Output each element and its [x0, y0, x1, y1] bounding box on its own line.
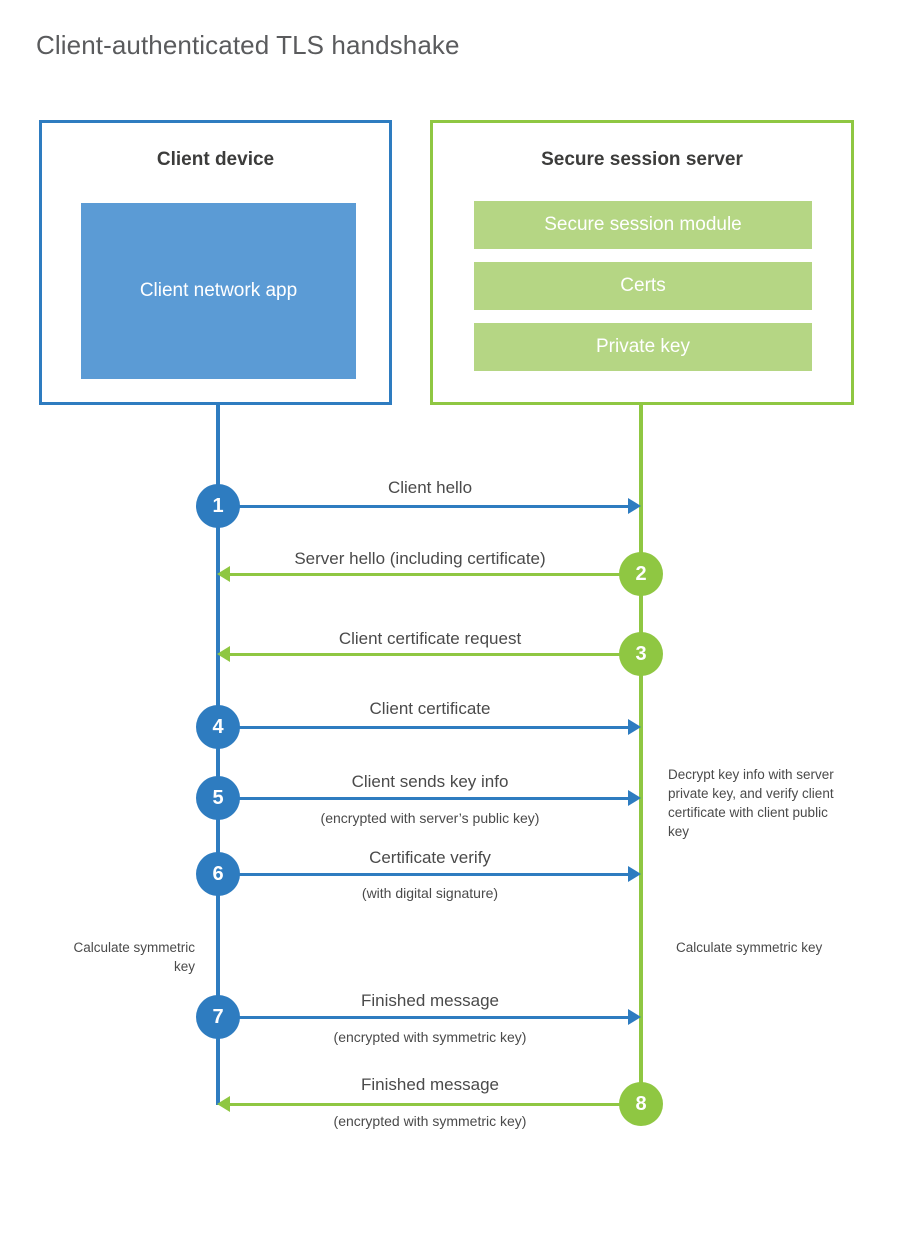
server-decrypt-note: Decrypt key info with server private key… — [668, 767, 834, 840]
server-component-stack: Secure session module Certs Private key — [474, 201, 812, 384]
server-lifeline — [639, 405, 643, 1105]
step-1-label: Client hello — [387, 478, 473, 497]
step-8-circle: 8 — [619, 1082, 663, 1126]
step-5-sublabel: (encrypted with server’s public key) — [320, 810, 540, 826]
client-calculate-symmetric-key-note: Calculate symmetric key — [73, 940, 195, 975]
step-4-arrow-line — [218, 726, 628, 729]
step-3-arrow-line — [230, 653, 641, 656]
step-5-label: Client sends key info — [351, 772, 509, 791]
step-3-label: Client certificate request — [338, 629, 522, 648]
step-6-arrow-head-right-icon — [628, 866, 641, 882]
server-item-certs: Certs — [474, 262, 812, 310]
step-2-arrow-head-left-icon — [217, 566, 230, 582]
step-7-label: Finished message — [361, 991, 499, 1010]
client-network-app-box: Client network app — [81, 203, 356, 379]
client-device-title: Client device — [156, 149, 275, 170]
step-4-arrow-head-right-icon — [628, 719, 641, 735]
secure-session-server-title: Secure session server — [541, 149, 743, 170]
step-6-arrow-line — [218, 873, 628, 876]
step-3-circle: 3 — [619, 632, 663, 676]
step-7-arrow-line — [218, 1016, 628, 1019]
step-7-sublabel: (encrypted with symmetric key) — [333, 1029, 527, 1045]
step-6-label: Certificate verify — [369, 848, 491, 867]
step-4-label: Client certificate — [369, 699, 491, 718]
server-item-secure-session-module: Secure session module — [474, 201, 812, 249]
step-8-sublabel: (encrypted with symmetric key) — [333, 1113, 527, 1129]
step-3-arrow-head-left-icon — [217, 646, 230, 662]
server-item-private-key: Private key — [474, 323, 812, 371]
step-8-label: Finished message — [361, 1075, 499, 1094]
client-device-box: Client device Client network app — [39, 120, 392, 405]
step-7-circle: 7 — [196, 995, 240, 1039]
client-lifeline — [216, 405, 220, 1105]
step-6-sublabel: (with digital signature) — [361, 885, 499, 901]
step-4-circle: 4 — [196, 705, 240, 749]
step-7-arrow-head-right-icon — [628, 1009, 641, 1025]
step-2-circle: 2 — [619, 552, 663, 596]
page-title: Client-authenticated TLS handshake — [36, 30, 460, 60]
server-calculate-symmetric-key-note: Calculate symmetric key — [676, 940, 823, 955]
step-5-circle: 5 — [196, 776, 240, 820]
step-5-arrow-line — [218, 797, 628, 800]
step-1-circle: 1 — [196, 484, 240, 528]
step-2-arrow-line — [230, 573, 641, 576]
step-8-arrow-line — [230, 1103, 641, 1106]
step-1-arrow-head-right-icon — [628, 498, 641, 514]
step-5-arrow-head-right-icon — [628, 790, 641, 806]
step-6-circle: 6 — [196, 852, 240, 896]
secure-session-server-box: Secure session server Secure session mod… — [430, 120, 854, 405]
step-1-arrow-line — [218, 505, 628, 508]
step-2-label: Server hello (including certificate) — [294, 549, 546, 568]
step-8-arrow-head-left-icon — [217, 1096, 230, 1112]
